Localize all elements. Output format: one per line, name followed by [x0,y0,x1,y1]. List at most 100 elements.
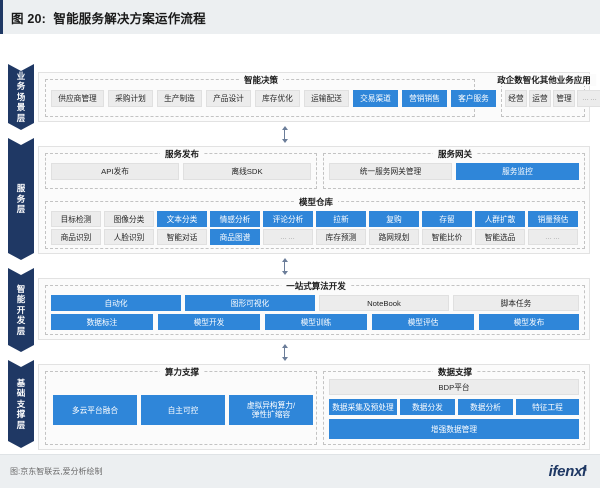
dev-r1-1[interactable]: 图形可视化 [185,295,315,311]
data-row-item-0[interactable]: 数据采集及预处理 [329,399,397,415]
dev-r1-0[interactable]: 自动化 [51,295,181,311]
model-repo-r2-3-label: 商品图谱 [219,232,251,242]
header-accent-bar [0,0,3,34]
model-repo-r2-0[interactable]: 商品识别 [51,229,101,245]
dev-r2-1[interactable]: 模型开发 [158,314,260,330]
service-group-model-repo-title: 模型仓库 [293,196,339,208]
business-item-7[interactable]: 营销销售 [402,90,447,107]
service-gateway-item-0[interactable]: 统一服务网关管理 [329,163,452,180]
model-repo-r1-1[interactable]: 图像分类 [104,211,154,227]
business-item-0-label: 供应商管理 [58,94,97,103]
data-row-item-3[interactable]: 特征工程 [516,399,579,415]
dev-r1-2[interactable]: NoteBook [319,295,449,311]
model-repo-r1-4-label: 评论分析 [272,214,304,224]
connector-business-service [281,126,288,143]
model-repo-r1-7[interactable]: 存留 [422,211,472,227]
page-title: 图 20: 智能服务解决方案运作流程 [11,8,206,27]
model-repo-r2-5[interactable]: 库存预测 [316,229,366,245]
model-repo-r2-4-label: …… [280,233,296,241]
layer-ribbon-business-label: 业务场景层 [16,70,26,123]
model-repo-r2-7[interactable]: 智能比价 [422,229,472,245]
dev-r1-3[interactable]: 脚本任务 [453,295,579,311]
layer-ribbon-business: 业务场景层 [8,64,34,130]
model-repo-r1-6[interactable]: 复购 [369,211,419,227]
model-repo-r2-8[interactable]: 智能选品 [475,229,525,245]
model-repo-r2-4: …… [263,229,313,245]
business-other-item-2[interactable]: 管理 [553,90,575,107]
model-repo-r1-3-label: 情感分析 [219,214,251,224]
data-wide-item[interactable]: 增强数据管理 [329,419,579,439]
service-publish-item-1[interactable]: 离线SDK [183,163,311,180]
model-repo-r1-0[interactable]: 目标检测 [51,211,101,227]
business-item-4-label: 库存优化 [262,94,293,103]
business-other-item-1-label: 运营 [532,94,548,103]
service-group-publish-title: 服务发布 [159,148,205,160]
business-item-6[interactable]: 交易渠道 [353,90,398,107]
data-row-item-3-label: 特征工程 [532,402,563,412]
diagram-canvas: 业务场景层 服务层 智能开发层 基础支撑层 智能决策 供应商管理 采购计划 生产… [0,34,600,454]
model-repo-r2-2[interactable]: 智能对话 [157,229,207,245]
service-publish-item-0[interactable]: API发布 [51,163,179,180]
model-repo-r1-3[interactable]: 情感分析 [210,211,260,227]
model-repo-r1-2-label: 文本分类 [166,214,198,224]
layer-ribbon-intelligent-dev-label: 智能开发层 [16,283,26,336]
business-item-1[interactable]: 采购计划 [108,90,153,107]
model-repo-r1-8-label: 人群扩散 [484,214,516,224]
connector-dev-foundation [281,344,288,361]
business-item-5-label: 运输配送 [311,94,342,103]
model-repo-r2-1[interactable]: 人脸识别 [104,229,154,245]
figure-title: 智能服务解决方案运作流程 [53,11,206,26]
data-row-item-1[interactable]: 数据分发 [400,399,455,415]
compute-item-1[interactable]: 自主可控 [141,395,225,425]
figure-header: 图 20: 智能服务解决方案运作流程 [0,0,600,34]
model-repo-r1-4[interactable]: 评论分析 [263,211,313,227]
dev-r1-3-label: 脚本任务 [500,298,532,308]
foundation-group-compute: 算力支撑 [45,366,317,445]
business-other-item-3-label: …… [582,95,598,102]
service-group-gateway-title: 服务网关 [432,148,478,160]
data-platform-item[interactable]: BDP平台 [329,379,579,395]
model-repo-r1-8[interactable]: 人群扩散 [475,211,525,227]
dev-r1-1-label: 图形可视化 [230,298,270,308]
dev-r2-3-label: 模型评估 [407,317,439,327]
service-layer-panel: 服务发布 API发布 离线SDK 服务网关 统一服务网关管理 服务监控 模型仓库… [38,146,590,254]
compute-item-2[interactable]: 虚拟异构算力/ 弹性扩缩容 [229,395,313,425]
dev-r2-4[interactable]: 模型发布 [479,314,579,330]
dev-r1-0-label: 自动化 [104,298,128,308]
compute-item-0[interactable]: 多云平台融合 [53,395,137,425]
compute-item-1-label: 自主可控 [167,405,199,415]
foundation-group-data-title: 数据支撑 [432,366,478,378]
business-item-6-label: 交易渠道 [360,94,391,103]
business-item-3[interactable]: 产品设计 [206,90,251,107]
dev-group-oneStop-title: 一站式算法开发 [281,280,351,292]
model-repo-r1-7-label: 存留 [439,214,455,224]
figure-label: 图 20: [11,11,47,26]
dev-r2-3[interactable]: 模型评估 [372,314,474,330]
model-repo-r2-6[interactable]: 路网规划 [369,229,419,245]
business-item-4[interactable]: 库存优化 [255,90,300,107]
dev-r2-0-label: 数据标注 [86,317,118,327]
dev-r2-0[interactable]: 数据标注 [51,314,153,330]
data-platform-item-label: BDP平台 [438,382,470,392]
business-other-item-2-label: 管理 [556,94,572,103]
business-other-item-1[interactable]: 运营 [529,90,551,107]
model-repo-r1-9[interactable]: 销量预估 [528,211,578,227]
model-repo-r1-2[interactable]: 文本分类 [157,211,207,227]
model-repo-r2-3[interactable]: 商品图谱 [210,229,260,245]
dev-r2-2[interactable]: 模型训练 [265,314,367,330]
dev-r2-2-label: 模型训练 [300,317,332,327]
business-item-2[interactable]: 生产制造 [157,90,202,107]
business-item-8[interactable]: 客户服务 [451,90,496,107]
data-row-item-2[interactable]: 数据分析 [458,399,513,415]
model-repo-r2-9: …… [528,229,578,245]
business-item-5[interactable]: 运输配送 [304,90,349,107]
data-row-item-1-label: 数据分发 [412,402,443,412]
business-other-item-0[interactable]: 经营 [505,90,527,107]
data-row-item-2-label: 数据分析 [470,402,501,412]
model-repo-r1-5[interactable]: 拉新 [316,211,366,227]
service-gateway-item-1[interactable]: 服务监控 [456,163,579,180]
business-item-8-label: 客户服务 [458,94,489,103]
business-item-2-label: 生产制造 [164,94,195,103]
business-item-0[interactable]: 供应商管理 [51,90,104,107]
